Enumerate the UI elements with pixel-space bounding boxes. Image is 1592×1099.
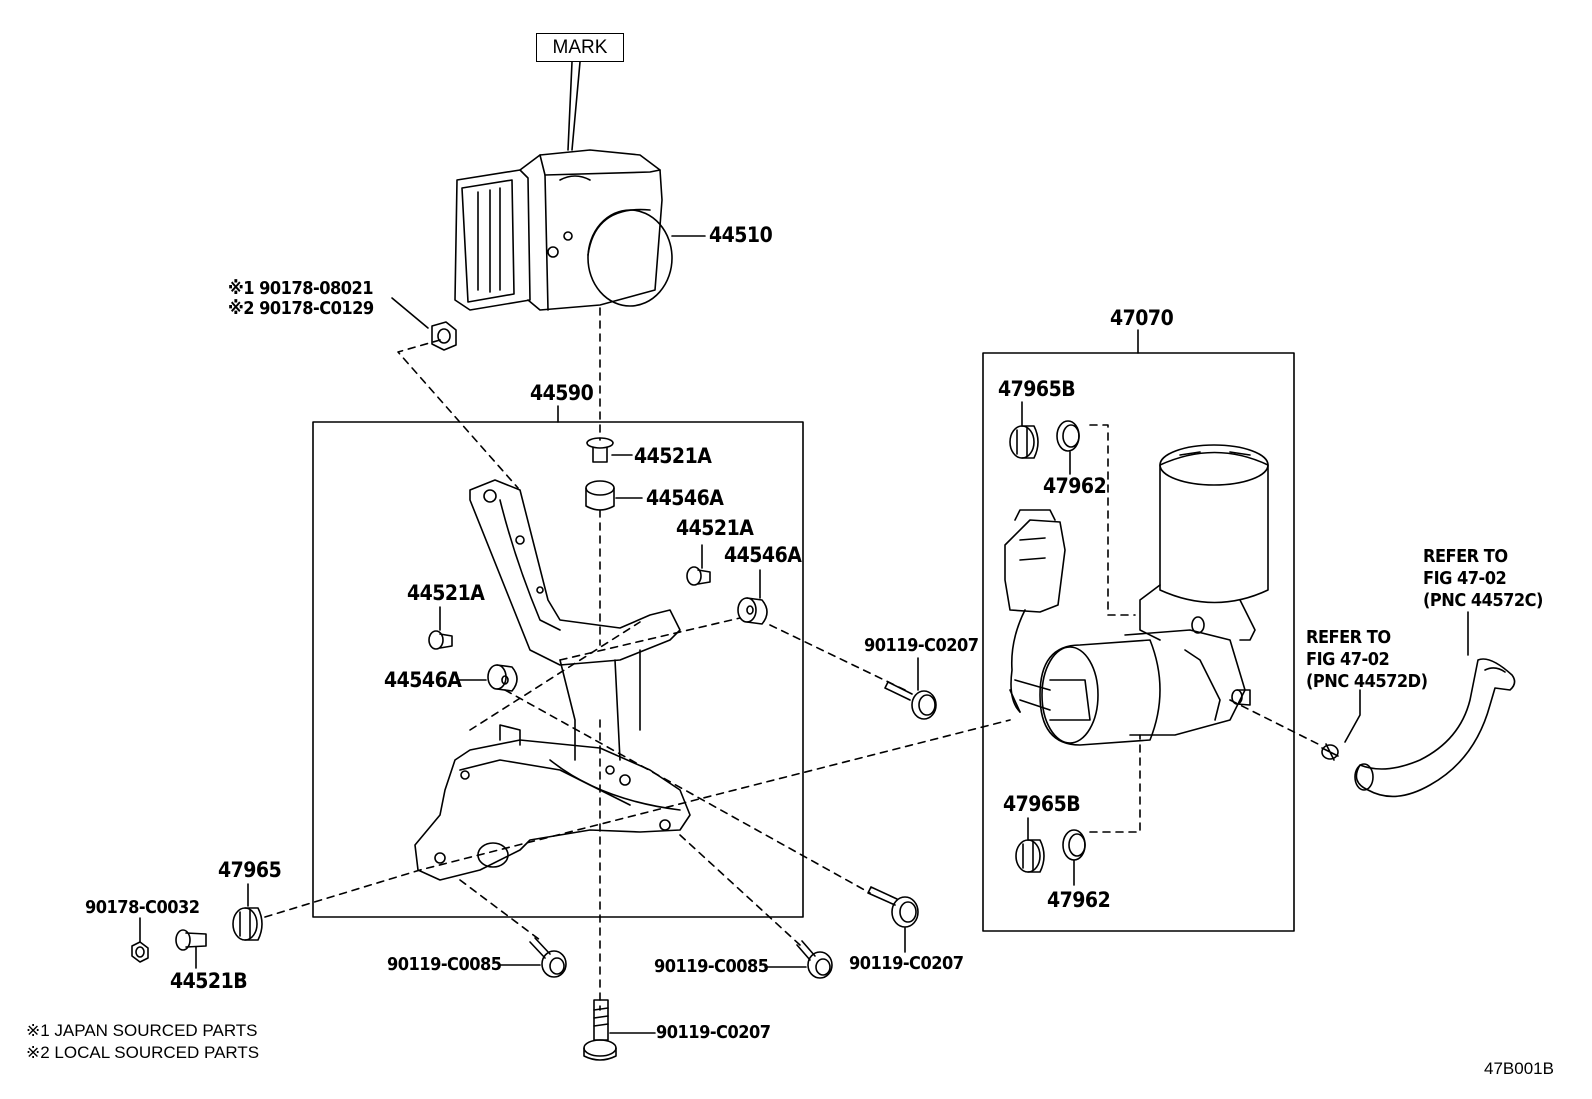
- bolt-90119-c0085-left: [529, 937, 567, 978]
- pump-motor-drawing: [1004, 444, 1269, 746]
- part-label-47965b-bottom[interactable]: 47965B: [1003, 792, 1081, 816]
- nut-dashed: [397, 339, 519, 489]
- cap-47965b-top: [1009, 425, 1039, 459]
- cap-47965: [232, 907, 263, 941]
- part-label-90119-c0085-left[interactable]: 90119-C0085: [387, 954, 502, 975]
- mark-label-box: MARK: [536, 33, 624, 62]
- part-label-47965[interactable]: 47965: [218, 858, 282, 882]
- note-japan-sourced: ※1 JAPAN SOURCED PARTS: [26, 1021, 258, 1040]
- part-label-44510[interactable]: 44510: [709, 223, 773, 247]
- part-label-44521b[interactable]: 44521B: [170, 969, 248, 993]
- part-label-47965b-top[interactable]: 47965B: [998, 377, 1076, 401]
- refer-44572c-line3[interactable]: (PNC 44572C): [1423, 590, 1543, 611]
- part-label-44590[interactable]: 44590: [530, 381, 594, 405]
- part-label-47962-top[interactable]: 47962: [1043, 474, 1107, 498]
- mark-leader: [567, 61, 581, 151]
- part-label-90178-c0032[interactable]: 90178-C0032: [85, 897, 200, 918]
- part-label-90119-c0207-upper[interactable]: 90119-C0207: [864, 635, 979, 656]
- refer-44572c-line1: REFER TO: [1423, 546, 1508, 567]
- refer-44572d-line1: REFER TO: [1306, 627, 1391, 648]
- cap-47965b-bottom: [1015, 839, 1045, 873]
- nut-90178-c0032: [131, 941, 149, 963]
- grommet-44546a-top: [585, 480, 615, 511]
- bracket-drawing: [414, 479, 691, 881]
- nut-label-line2[interactable]: ※2 90178-C0129: [228, 298, 374, 319]
- pump-assembly-box: [982, 352, 1295, 932]
- bolt-90119-c0085-right: [796, 940, 833, 979]
- part-label-47962-bottom[interactable]: 47962: [1047, 888, 1111, 912]
- collar-44521b: [175, 929, 207, 951]
- part-label-90119-c0085-right[interactable]: 90119-C0085: [654, 956, 769, 977]
- nut-leader: [391, 297, 429, 329]
- figure-code: 47B001B: [1484, 1059, 1554, 1078]
- part-label-44521a-left[interactable]: 44521A: [407, 581, 485, 605]
- grommet-44546a-right: [737, 597, 768, 625]
- part-label-47070[interactable]: 47070: [1110, 306, 1174, 330]
- bolt-90119-c0207-lower: [867, 886, 919, 928]
- refer-44572d-line3[interactable]: (PNC 44572D): [1306, 671, 1428, 692]
- clip-drawing: [1321, 743, 1339, 761]
- refer-44572d-line2: FIG 47-02: [1306, 649, 1390, 670]
- bolt-90119-c0207-bottom: [583, 999, 617, 1061]
- part-label-90119-c0207-lower[interactable]: 90119-C0207: [849, 953, 964, 974]
- part-label-44546a-left[interactable]: 44546A: [384, 668, 462, 692]
- refer-44572c-line2: FIG 47-02: [1423, 568, 1507, 589]
- part-label-44546a-right[interactable]: 44546A: [724, 543, 802, 567]
- hose-drawing: [1354, 658, 1516, 798]
- part-label-44521a-top[interactable]: 44521A: [634, 444, 712, 468]
- note-local-sourced: ※2 LOCAL SOURCED PARTS: [26, 1043, 260, 1062]
- ring-47962-bottom: [1062, 829, 1086, 861]
- part-label-44521a-right[interactable]: 44521A: [676, 516, 754, 540]
- ring-47962-top: [1056, 420, 1080, 452]
- nut-drawing: [431, 321, 457, 351]
- nut-label-line1[interactable]: ※1 90178-08021: [228, 278, 374, 299]
- abs-actuator-drawing: [454, 149, 673, 311]
- part-label-44546a-top[interactable]: 44546A: [646, 486, 724, 510]
- part-label-90119-c0207-bottom[interactable]: 90119-C0207: [656, 1022, 771, 1043]
- bolt-90119-c0207-upper: [884, 681, 937, 720]
- collar-44521a-top: [586, 437, 614, 463]
- collar-44521a-right: [686, 566, 711, 586]
- grommet-44546a-left: [487, 664, 518, 692]
- collar-44521a-left: [428, 630, 453, 650]
